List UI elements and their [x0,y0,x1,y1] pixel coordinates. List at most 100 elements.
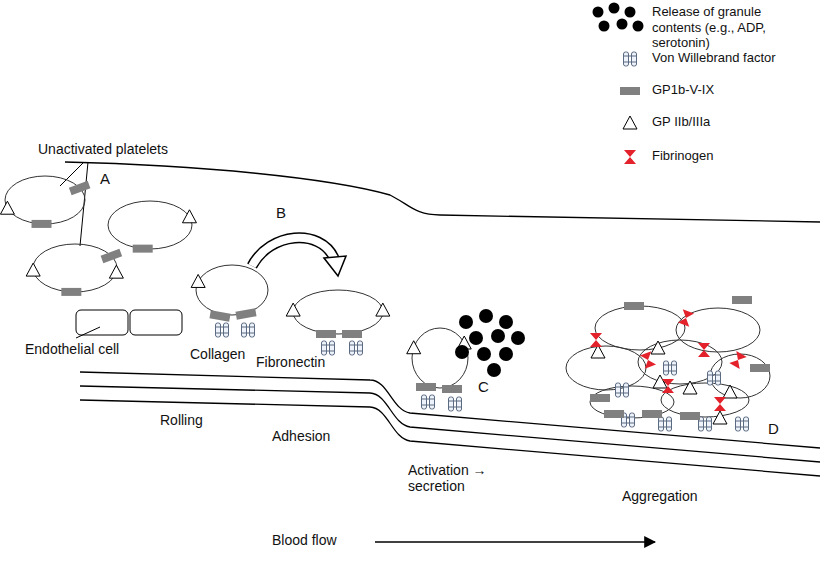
leader-line [60,162,88,246]
legend-symbols [593,3,644,165]
fibrinogen [590,333,602,347]
gp1b-receptor [69,181,91,195]
gp1b-receptor [32,220,52,228]
von-willebrand-factor [422,395,435,409]
platelet [196,265,268,315]
gp1b-receptor [590,394,610,402]
subendothelium-line [80,386,820,462]
figure-label: Collagen [190,346,245,362]
gp1b-receptor [416,383,436,391]
stage-label: Activation → secretion [408,462,500,494]
von-willebrand-factor [699,417,712,431]
platelet [566,346,646,390]
von-willebrand-factor [664,361,677,375]
von-willebrand-factor [350,341,363,355]
endothelial-cell [130,310,182,335]
vessel-wall [65,162,820,222]
von-willebrand-factor [708,371,721,385]
gp1b-receptor [624,302,644,310]
transition-arrow [252,238,334,266]
granule-content [455,345,469,359]
legend-text: GP1b-V-IX [652,82,812,98]
granule-content [479,309,493,323]
gp2b3a-receptor [683,381,697,394]
von-willebrand-factor [216,323,229,337]
granule-content [593,7,604,18]
gp2b3a-receptor [0,201,14,214]
fibrinogen [624,150,636,164]
platelet [710,354,770,398]
platelet [595,306,685,350]
gp1b-receptor [680,412,700,420]
granule-content [625,7,636,18]
gp1b-receptor [316,330,336,338]
gp1b-receptor [61,288,81,296]
legend-text: Fibrinogen [652,148,812,164]
fibrinogen [678,309,694,326]
legend-text: Release of granule contents (e.g., ADP, … [652,4,812,51]
platelet [676,308,760,352]
granule-content [599,21,610,32]
figure-label: Fibronectin [256,354,325,370]
gp1b-receptor [642,410,662,418]
gp2b3a-receptor [182,210,196,223]
panel-letter: A [100,170,110,187]
legend-text: Von Willebrand factor [652,50,812,66]
platelet [661,383,749,417]
platelet [293,290,383,334]
granule-content [633,21,644,32]
platelet-layer [0,176,770,431]
gp1b-receptor [342,330,362,338]
figure-label: Endothelial cell [25,341,119,357]
transition-arrowhead [324,256,346,276]
subendothelium-line [80,372,820,448]
granule-content [469,331,483,345]
granule-content [617,19,628,30]
granule-content [477,347,491,361]
stage-label: Adhesion [272,428,330,444]
panel-letter: D [768,420,779,437]
flow-arrow [375,541,655,543]
gp1b-receptor [732,296,752,304]
granule-content [459,315,473,329]
stage-label: Aggregation [622,488,698,504]
von-willebrand-factor [616,383,629,397]
gp2b3a-receptor [191,274,205,287]
gp1b-receptor [235,308,256,319]
gp2b3a-receptor [286,303,300,316]
granule-content [499,347,513,361]
gp2b3a-receptor [109,265,123,278]
granule-content [511,331,525,345]
fibrinogen [662,379,674,393]
platelet [638,340,722,384]
granule-content [491,329,505,343]
panel-letter: C [478,378,489,395]
gp2b3a-receptor [623,116,637,129]
gp1b-receptor [750,364,770,372]
platelet [108,201,192,249]
transition-arrow [252,238,334,266]
legend-text: GP IIb/IIIa [652,114,812,130]
fibrinogen [714,397,726,411]
gp2b3a-receptor [407,341,421,354]
granule-content [487,363,501,377]
endothelial-cell [76,310,128,335]
fibrinogen [729,351,746,369]
granule-content [609,3,620,14]
gp2b3a-receptor [376,303,390,316]
von-willebrand-factor [242,323,255,337]
von-willebrand-factor [659,417,672,431]
gp2b3a-receptor [26,263,40,276]
von-willebrand-factor [736,417,749,431]
gp2b3a-receptor [723,385,737,398]
figure-label: Unactivated platelets [38,141,168,157]
von-willebrand-factor [322,341,335,355]
platelet [5,176,85,224]
fibrinogen [640,351,656,368]
figure-label: Blood flow [272,532,337,548]
leader-line [76,327,100,338]
gp2b3a-receptor [713,411,727,424]
fibrinogen [698,343,710,357]
gp1b-receptor [604,410,624,418]
